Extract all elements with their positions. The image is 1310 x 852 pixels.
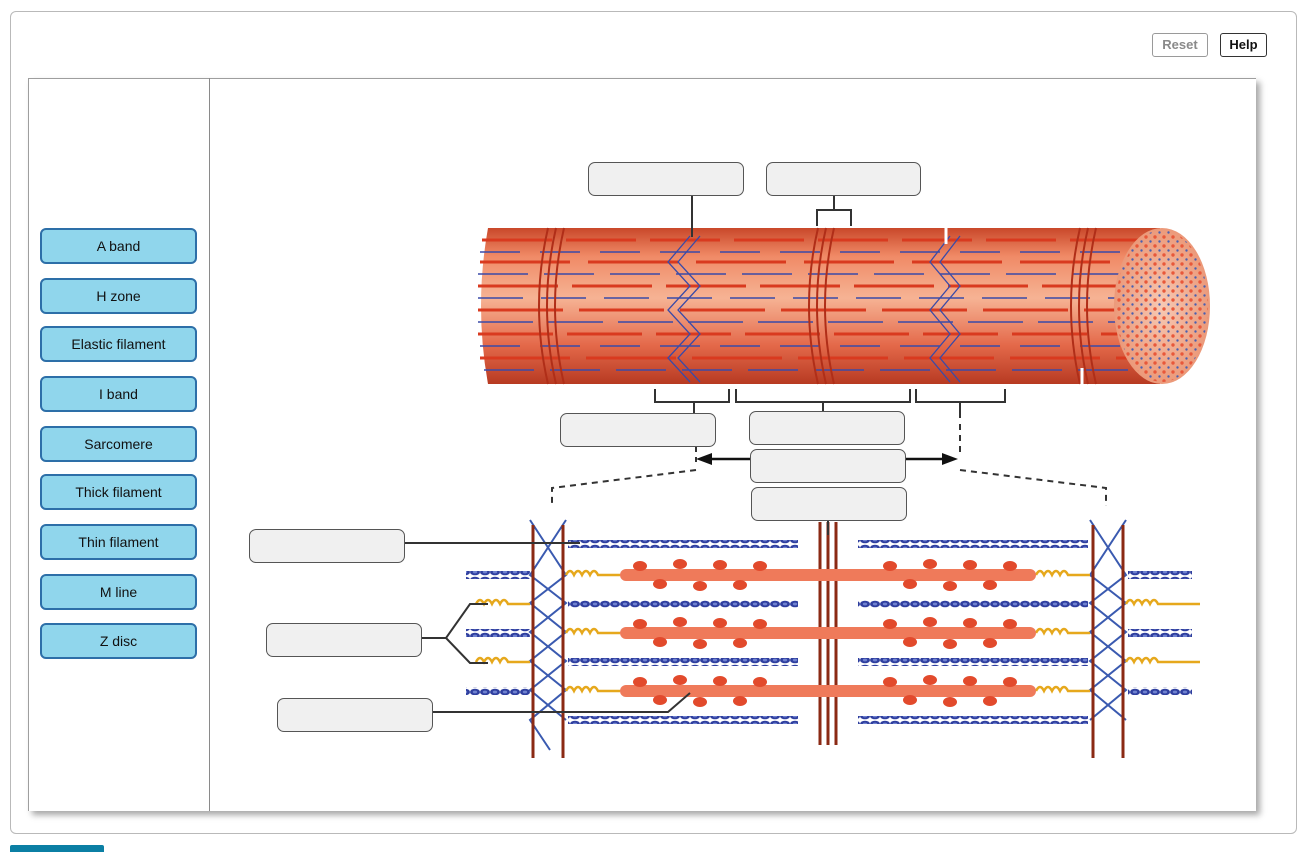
reset-button[interactable]: Reset [1152, 33, 1208, 57]
drop-target-9[interactable] [277, 698, 433, 732]
label-chip-thick-filament[interactable]: Thick filament [40, 474, 197, 510]
drop-target-6[interactable] [751, 487, 907, 521]
label-chip-i-band[interactable]: I band [40, 376, 197, 412]
label-chip-z-disc[interactable]: Z disc [40, 623, 197, 659]
drop-target-1[interactable] [588, 162, 744, 196]
label-chip-m-line[interactable]: M line [40, 574, 197, 610]
drop-target-7[interactable] [249, 529, 405, 563]
footer-tab[interactable] [10, 845, 104, 852]
label-chip-elastic-filament[interactable]: Elastic filament [40, 326, 197, 362]
board-divider [209, 78, 210, 811]
label-chip-thin-filament[interactable]: Thin filament [40, 524, 197, 560]
drop-target-8[interactable] [266, 623, 422, 657]
sarcomere-detail [466, 519, 1200, 758]
myofibril-cylinder [478, 226, 1210, 386]
drop-target-2[interactable] [766, 162, 921, 196]
drop-target-4[interactable] [749, 411, 905, 445]
drop-target-5[interactable] [750, 449, 906, 483]
drop-target-3[interactable] [560, 413, 716, 447]
label-chip-a-band[interactable]: A band [40, 228, 197, 264]
label-chip-sarcomere[interactable]: Sarcomere [40, 426, 197, 462]
label-chip-h-zone[interactable]: H zone [40, 278, 197, 314]
help-button[interactable]: Help [1220, 33, 1267, 57]
